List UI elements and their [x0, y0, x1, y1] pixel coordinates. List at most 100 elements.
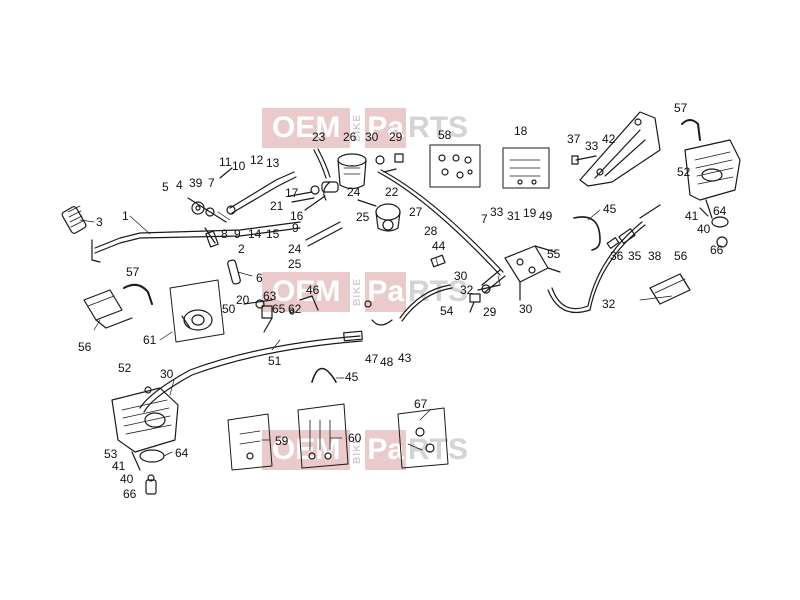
callout-33a: 33: [490, 205, 504, 219]
callout-42: 42: [602, 132, 616, 146]
reservoir: [323, 153, 367, 201]
callout-13: 13: [266, 156, 280, 170]
callout-20: 20: [236, 293, 250, 307]
callout-56a: 56: [674, 249, 688, 263]
callout-60: 60: [348, 431, 362, 445]
cable-43: [364, 284, 453, 326]
callout-47: 47: [365, 352, 379, 366]
callout-24a: 24: [347, 185, 361, 199]
lever-rod: [91, 221, 301, 263]
callout-44: 44: [432, 239, 446, 253]
callout-1: 1: [122, 209, 129, 223]
callout-49: 49: [539, 209, 553, 223]
callout-3: 3: [96, 215, 103, 229]
callout-30c: 30: [519, 302, 533, 316]
pivot-assembly: [187, 197, 227, 248]
callout-29a: 29: [389, 130, 403, 144]
callout-10: 10: [232, 159, 246, 173]
callout-41b: 41: [112, 459, 126, 473]
master-cylinder: [305, 199, 401, 247]
callout-40b: 40: [120, 472, 134, 486]
callout-56b: 56: [78, 340, 92, 354]
callout-39: 39: [189, 176, 203, 190]
callout-7b: 7: [481, 212, 488, 226]
watermark-oem: OEM: [262, 430, 351, 470]
leader-lines: [79, 209, 673, 457]
fittings-right: [606, 204, 661, 249]
callout-63: 63: [263, 289, 277, 303]
callout-27: 27: [409, 205, 423, 219]
junction-block: [481, 245, 561, 301]
callout-17: 17: [285, 186, 299, 200]
callout-53: 53: [104, 447, 118, 461]
watermark-pa: Pa: [365, 272, 407, 312]
callout-31: 31: [507, 209, 521, 223]
callout-61: 61: [143, 333, 157, 347]
callout-36: 36: [610, 249, 624, 263]
callout-43: 43: [398, 351, 412, 365]
callout-54: 54: [440, 304, 454, 318]
callout-32b: 32: [602, 297, 616, 311]
watermark-pa: Pa: [365, 430, 407, 470]
callout-38: 38: [648, 249, 662, 263]
callout-12: 12: [250, 153, 264, 167]
part-44: [430, 254, 446, 268]
watermark-top: OEM BIKE Pa RTS: [262, 108, 468, 148]
kit-60: [297, 403, 349, 469]
callout-57a: 57: [674, 101, 688, 115]
callout-30a: 30: [365, 130, 379, 144]
callout-11: 11: [219, 155, 232, 169]
caliper-right: [684, 139, 741, 201]
bag-18: [502, 147, 550, 189]
callout-15: 15: [266, 227, 280, 241]
callout-28: 28: [424, 224, 438, 238]
callout-18: 18: [514, 124, 528, 138]
watermark-bottom: OEM BIKE Pa RTS: [262, 430, 468, 470]
watermark-middle: OEM BIKE Pa RTS: [262, 272, 468, 312]
callout-5: 5: [162, 180, 169, 194]
callout-9a: 9: [234, 227, 241, 241]
callout-29b: 29: [483, 305, 497, 319]
watermark-rts: RTS: [408, 433, 469, 466]
callout-41a: 41: [685, 209, 699, 223]
callout-66b: 66: [123, 487, 137, 501]
brake-pads-left: [83, 289, 133, 329]
callout-25b: 25: [288, 257, 302, 271]
small-nuts-top: [375, 153, 404, 173]
callout-67: 67: [414, 397, 428, 411]
callout-24b: 24: [288, 242, 302, 256]
callout-52a: 52: [677, 165, 691, 179]
watermark-pa: Pa: [365, 108, 407, 148]
callout-26: 26: [343, 130, 357, 144]
caliper-left-hardware: [131, 449, 165, 495]
callout-2: 2: [238, 242, 245, 256]
callout-64a: 64: [713, 204, 727, 218]
callout-6: 6: [256, 271, 263, 285]
callout-37: 37: [567, 132, 581, 146]
watermark-rts: RTS: [408, 111, 469, 144]
callout-25a: 25: [356, 210, 370, 224]
callout-35: 35: [628, 249, 642, 263]
kit-box-61: [169, 279, 225, 343]
callout-50: 50: [222, 302, 236, 316]
watermark-oem: OEM: [262, 272, 351, 312]
callout-65: 65: [272, 302, 286, 316]
callout-30b: 30: [454, 269, 468, 283]
banjo-cluster: [243, 295, 319, 333]
callout-16: 16: [290, 209, 304, 223]
clip-45-lower: [311, 367, 337, 383]
clip-57-left: [123, 283, 153, 305]
callout-33b: 33: [585, 139, 599, 153]
callout-19: 19: [523, 206, 537, 220]
callout-8: 8: [221, 227, 228, 241]
shift-linkage: [219, 167, 297, 215]
callout-66a: 66: [710, 243, 724, 257]
footrest-bracket: [579, 111, 661, 187]
callout-7a: 7: [208, 176, 215, 190]
callout-51: 51: [268, 354, 282, 368]
callout-22: 22: [385, 185, 399, 199]
caliper-left: [111, 386, 179, 453]
footpeg-rubber: [61, 205, 87, 234]
